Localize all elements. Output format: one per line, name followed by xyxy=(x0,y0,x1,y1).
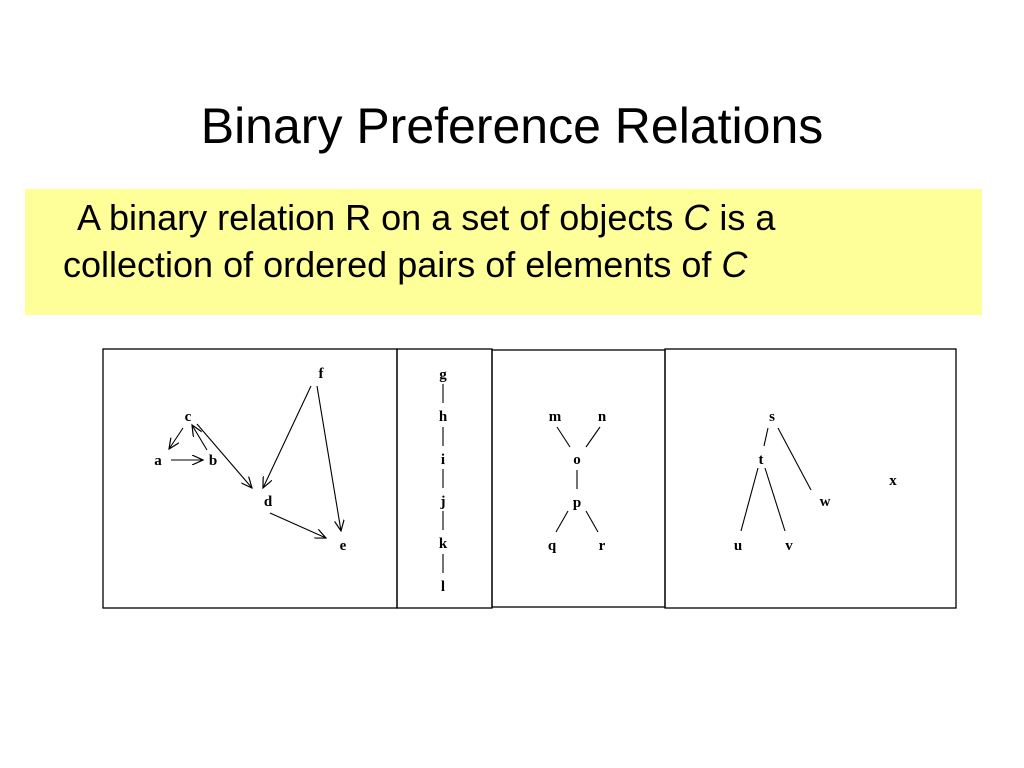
panel-4-frame xyxy=(664,348,957,609)
panel-1-nodes: c a b f d e xyxy=(154,366,346,554)
node-r: r xyxy=(599,538,606,554)
node-c: c xyxy=(185,409,192,425)
panel-1-frame xyxy=(102,348,398,609)
slide-title: Binary Preference Relations xyxy=(200,98,824,154)
edge-s-w xyxy=(777,427,812,491)
node-t: t xyxy=(759,452,764,468)
panel-4-edges xyxy=(740,427,812,532)
edge-f-e xyxy=(316,385,341,531)
node-d: d xyxy=(264,494,273,510)
node-q: q xyxy=(548,538,557,554)
panel-1-edges xyxy=(169,385,341,538)
edge-t-u xyxy=(740,467,759,532)
edge-c-a xyxy=(169,427,184,449)
node-m: m xyxy=(549,409,562,425)
node-p: p xyxy=(573,495,581,511)
definition-text-1: A binary relation R on a set of objects xyxy=(77,197,684,238)
definition-text-3: collection of ordered pairs of elements … xyxy=(63,244,722,285)
definition-line-2: collection of ordered pairs of elements … xyxy=(63,241,972,288)
edge-p-q xyxy=(555,510,569,533)
node-h: h xyxy=(439,409,448,425)
node-n: n xyxy=(598,409,607,425)
node-k: k xyxy=(439,536,448,552)
panel-4-nodes: s t u v w x xyxy=(734,409,897,554)
node-a: a xyxy=(154,453,162,469)
node-u: u xyxy=(734,538,742,554)
edge-s-t xyxy=(763,427,769,447)
definition-var-2: C xyxy=(721,244,748,285)
definition-text-2: is a xyxy=(709,197,776,238)
node-w: w xyxy=(820,494,831,510)
node-o: o xyxy=(573,452,581,468)
panel-3-edges xyxy=(555,426,601,533)
definition-box: A binary relation R on a set of objects … xyxy=(25,189,982,315)
node-x: x xyxy=(889,473,897,489)
panel-3-frame xyxy=(491,349,666,608)
edge-m-o xyxy=(556,426,571,448)
node-f: f xyxy=(319,366,325,382)
edge-t-v xyxy=(764,467,786,532)
node-v: v xyxy=(785,538,793,554)
node-i: i xyxy=(441,452,445,468)
node-e: e xyxy=(340,538,347,554)
definition-var-1: C xyxy=(683,197,710,238)
edge-n-o xyxy=(585,426,601,448)
edge-d-e xyxy=(269,512,326,538)
node-l: l xyxy=(441,579,445,595)
panel-2-nodes: g h i j k l xyxy=(439,367,448,595)
panel-2-frame xyxy=(396,348,493,609)
edge-c-d xyxy=(196,423,252,488)
edge-p-r xyxy=(585,510,599,533)
node-j: j xyxy=(440,494,446,510)
node-g: g xyxy=(439,367,447,383)
node-s: s xyxy=(769,409,775,425)
edge-b-c xyxy=(192,425,208,451)
node-b: b xyxy=(209,453,217,469)
panel-3-nodes: m n o p q r xyxy=(548,409,607,554)
edge-f-d xyxy=(263,385,312,488)
